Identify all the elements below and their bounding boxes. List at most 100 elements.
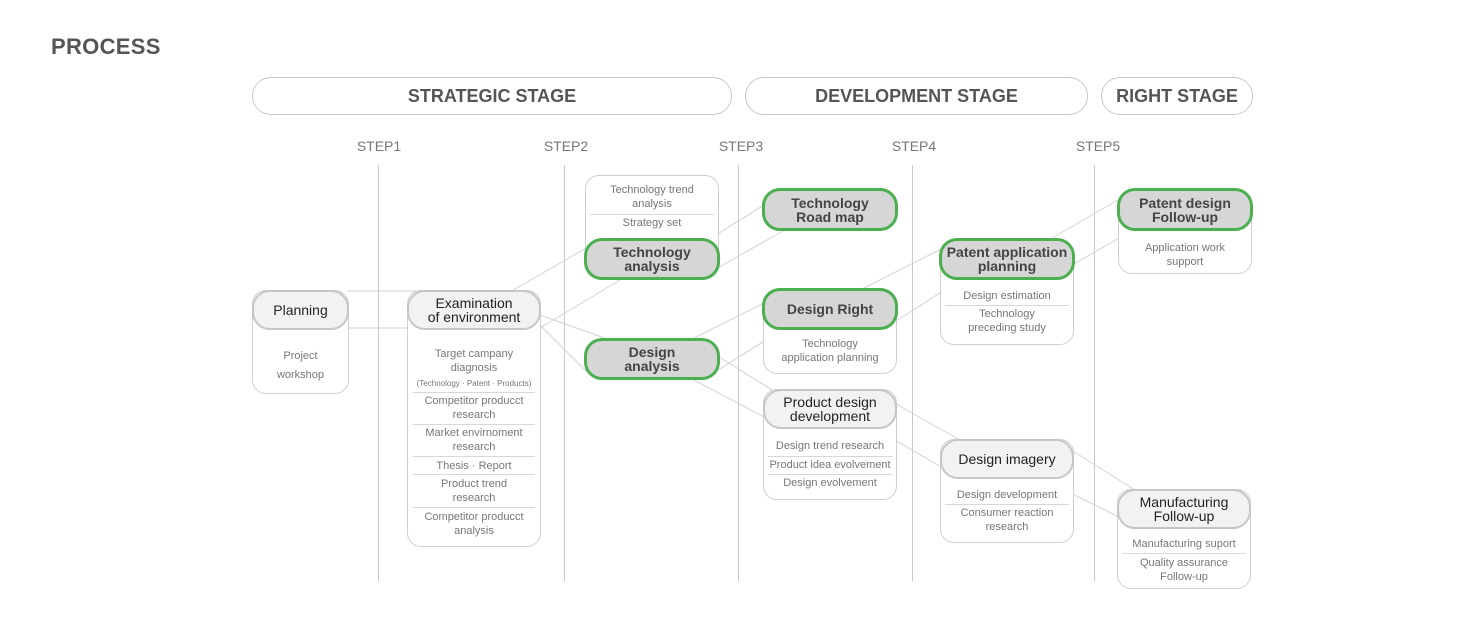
application-work-support: Application work support — [1118, 241, 1252, 269]
tech-roadmap-node[interactable]: Technology Road map — [762, 188, 898, 231]
design-right-detail: Technology application planning — [763, 337, 897, 365]
examination-node[interactable]: Examination of environment — [407, 290, 541, 330]
detail-line: research — [452, 409, 496, 421]
divider — [413, 424, 535, 425]
page-title: PROCESS — [51, 34, 161, 59]
divider — [768, 474, 892, 475]
divider — [413, 456, 535, 457]
detail-line: Competitor producct — [424, 511, 524, 523]
design-development: Design development — [956, 489, 1058, 501]
examination-card — [407, 290, 541, 547]
detail-line: research — [985, 521, 1029, 533]
step-1-divider — [378, 165, 379, 581]
tech-roadmap-line1: Technology — [791, 194, 869, 211]
patent-design-line2: Follow-up — [1151, 208, 1219, 225]
stage-development: DEVELOPMENT STAGE — [745, 77, 1088, 115]
product-design-line1: Product design — [783, 394, 877, 410]
design-imagery-label: Design imagery — [958, 451, 1056, 467]
detail-line: research — [452, 441, 496, 453]
tech-trend-detail: Technology trend analysis — [585, 183, 719, 211]
connector — [689, 377, 771, 421]
detail-line: preceding study — [968, 322, 1046, 334]
detail-line: Application work — [1144, 242, 1226, 254]
exam-market-research: Market envirnoment research — [407, 426, 541, 454]
design-analysis-line1: Design — [628, 344, 676, 360]
detail-line: Quality assurance — [1139, 557, 1229, 569]
tech-analysis-line2: analysis — [624, 258, 680, 274]
planning-label: Planning — [273, 302, 328, 318]
strategy-set-detail: Strategy set — [622, 217, 682, 229]
detail-line: Product trend — [440, 478, 508, 490]
connector — [539, 314, 611, 341]
design-analysis-line2: analysis — [624, 358, 680, 374]
divider — [945, 305, 1069, 306]
divider — [413, 392, 535, 393]
design-evolvement: Design evolvement — [783, 477, 877, 489]
tech-preceding-study: Technology preceding study — [940, 307, 1074, 335]
exam-target-note: (Technology · Patent · Products) — [416, 379, 532, 388]
step-5-label: STEP5 — [1075, 138, 1121, 154]
detail-line: Follow-up — [1160, 571, 1208, 583]
detail-line: analysis — [454, 525, 494, 537]
detail-line: Market envirnoment — [425, 427, 523, 439]
detail-line: research — [452, 492, 496, 504]
step-5-divider — [1094, 165, 1095, 581]
manufacturing-support: Manufacturing suport — [1132, 538, 1236, 550]
detail-line: support — [1166, 256, 1204, 268]
planning-node[interactable]: Planning — [252, 290, 349, 330]
divider — [590, 214, 714, 215]
exam-competitor-analysis: Competitor producct analysis — [407, 510, 541, 538]
design-right-node[interactable]: Design Right — [762, 288, 898, 330]
connector — [539, 324, 591, 376]
product-design-line2: development — [789, 408, 871, 424]
divider — [413, 507, 535, 508]
consumer-reaction: Consumer reaction research — [940, 506, 1074, 534]
product-design-node[interactable]: Product design development — [763, 389, 897, 429]
detail-line: Technology — [802, 338, 858, 350]
design-imagery-node[interactable]: Design imagery — [940, 439, 1074, 479]
exam-competitor-research: Competitor producct research — [407, 394, 541, 422]
step-4-label: STEP4 — [891, 138, 937, 154]
detail-line: workshop — [276, 369, 325, 381]
step-2-label: STEP2 — [543, 138, 589, 154]
divider — [768, 456, 892, 457]
quality-assurance: Quality assurance Follow-up — [1117, 556, 1251, 584]
exam-thesis: Thesis · Report — [436, 460, 512, 472]
detail-line: Project — [283, 350, 318, 362]
stage-strategic: STRATEGIC STAGE — [252, 77, 732, 115]
step-4-divider — [912, 165, 913, 581]
detail-line: Consumer reaction — [960, 507, 1054, 519]
manufacturing-node[interactable]: Manufacturing Follow-up — [1117, 489, 1251, 529]
detail-line: application planning — [781, 352, 879, 364]
manufacturing-line1: Manufacturing — [1139, 494, 1229, 510]
product-idea-evolvement: Product idea evolvement — [769, 459, 891, 471]
divider — [1122, 553, 1246, 554]
detail-line: Technology trend — [610, 184, 694, 196]
connector — [539, 279, 621, 329]
design-right-label: Design Right — [786, 301, 874, 317]
manufacturing-line2: Follow-up — [1153, 508, 1215, 524]
patent-app-line2: planning — [977, 258, 1037, 274]
exam-target-detail: Target campany diagnosis — [407, 347, 541, 375]
connector — [1039, 192, 1131, 246]
planning-details: Project workshop — [252, 347, 349, 385]
step-3-label: STEP3 — [718, 138, 764, 154]
patent-design-line1: Patent design — [1139, 194, 1231, 211]
design-estimation: Design estimation — [963, 290, 1051, 302]
detail-line: analysis — [632, 198, 672, 210]
design-analysis-node[interactable]: Design analysis — [584, 338, 720, 380]
exam-product-trend: Product trend research — [407, 477, 541, 505]
divider — [945, 504, 1069, 505]
examination-label-line1: Examination — [435, 295, 513, 311]
patent-app-node[interactable]: Patent application planning — [939, 238, 1075, 280]
patent-app-line1: Patent application — [946, 244, 1068, 260]
detail-line: Target campany — [434, 348, 514, 360]
patent-design-node[interactable]: Patent design Follow-up — [1117, 188, 1253, 231]
step-3-divider — [738, 165, 739, 581]
step-1-label: STEP1 — [356, 138, 402, 154]
tech-roadmap-line2: Road map — [796, 208, 864, 225]
divider — [413, 474, 535, 475]
tech-analysis-node[interactable]: Technology analysis — [584, 238, 720, 280]
examination-label-line2: of environment — [427, 309, 521, 325]
detail-line: Competitor producct — [424, 395, 524, 407]
